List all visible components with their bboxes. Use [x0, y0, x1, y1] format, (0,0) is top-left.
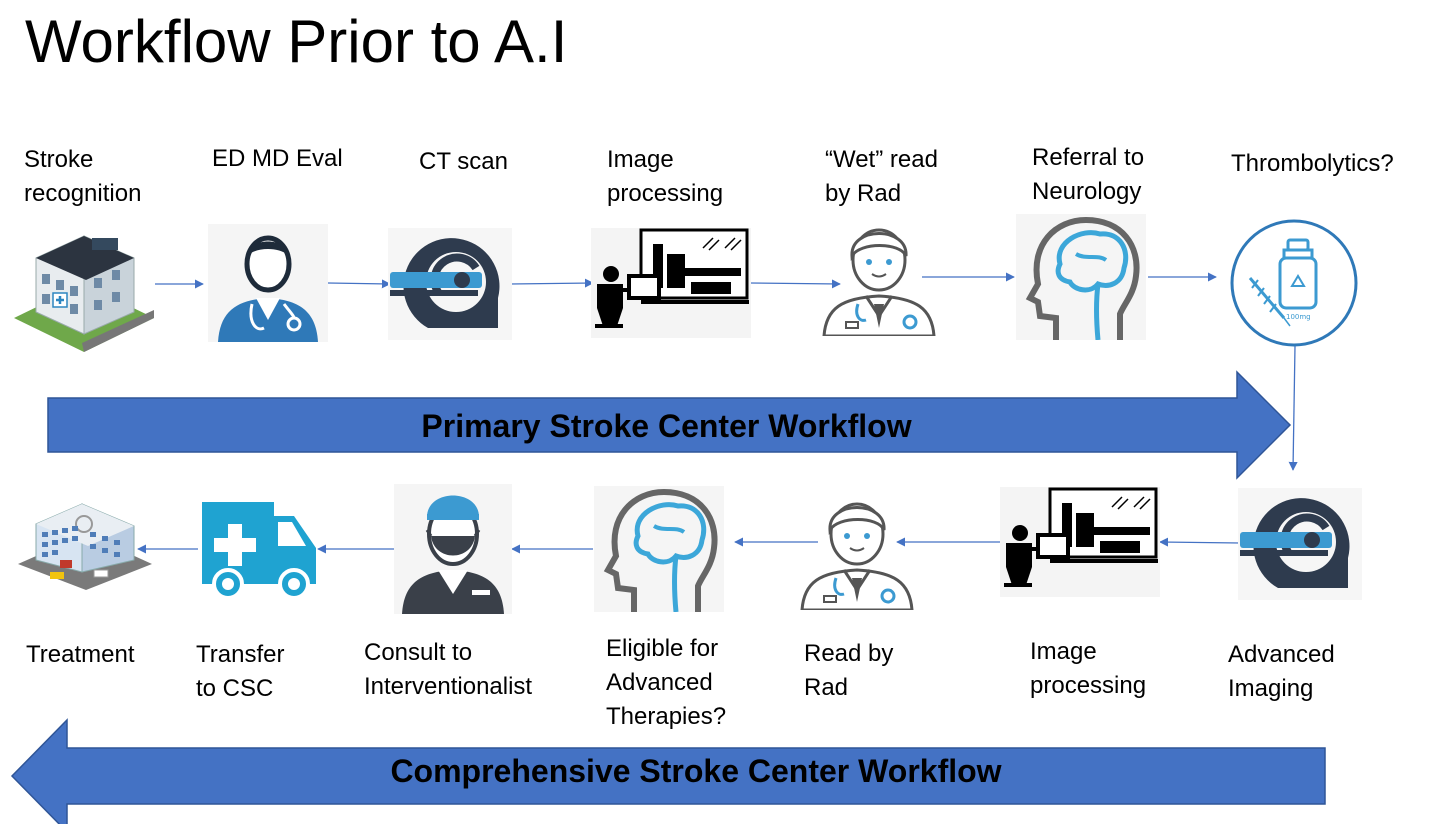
connector-arrow: [327, 279, 391, 289]
connector-arrow: [509, 278, 594, 288]
step-label-wet-read: “Wet” read by Rad: [825, 146, 938, 207]
ct-scanner-icon: [388, 228, 512, 340]
step-label-thrombolytics: Thrombolytics?: [1231, 150, 1394, 177]
step-label-ed-md-eval: ED MD Eval: [212, 145, 343, 172]
radiologist-icon: [798, 490, 916, 610]
page-title: Workflow Prior to A.I: [25, 8, 568, 75]
step-label-image-processing: Image processing: [607, 146, 724, 207]
brain-head-icon: [594, 486, 724, 612]
brain-head-icon: [1016, 214, 1146, 340]
step-label-referral-neurology: Referral to Neurology: [1032, 144, 1145, 205]
vial-syringe-icon: 100mg: [1228, 218, 1360, 348]
step-label-advanced-imaging: Advanced Imaging: [1228, 641, 1335, 702]
ambulance-icon: [198, 496, 318, 600]
workstation-icon: [1000, 487, 1160, 597]
comprehensive-banner-label: Comprehensive Stroke Center Workflow: [390, 753, 1002, 789]
step-label-image-processing-2: Image processing: [1030, 638, 1147, 699]
step-label-eligible-advanced-therapies: Eligible for Advanced Therapies?: [606, 635, 727, 730]
step-label-consult-interventionalist: Consult to Interventionalist: [364, 639, 533, 700]
building-icon: [12, 218, 156, 352]
connector-arrow: [1159, 537, 1241, 547]
step-label-ct-scan: CT scan: [419, 148, 508, 175]
step-label-stroke-recognition: Stroke recognition: [24, 146, 142, 207]
ct-scanner-icon: [1238, 488, 1362, 600]
workstation-icon: [591, 228, 751, 338]
step-label-treatment: Treatment: [26, 641, 135, 668]
hospital-icon: [16, 494, 154, 590]
radiologist-icon: [820, 216, 938, 336]
connector-arrow: [1288, 345, 1298, 471]
doctor-icon: [208, 224, 328, 342]
step-label-read-by-rad: Read by Rad: [804, 640, 894, 701]
primary-banner-label: Primary Stroke Center Workflow: [421, 408, 912, 444]
step-label-transfer-csc: Transfer to CSC: [196, 641, 285, 702]
svg-text:100mg: 100mg: [1286, 313, 1311, 321]
surgeon-icon: [394, 484, 512, 614]
